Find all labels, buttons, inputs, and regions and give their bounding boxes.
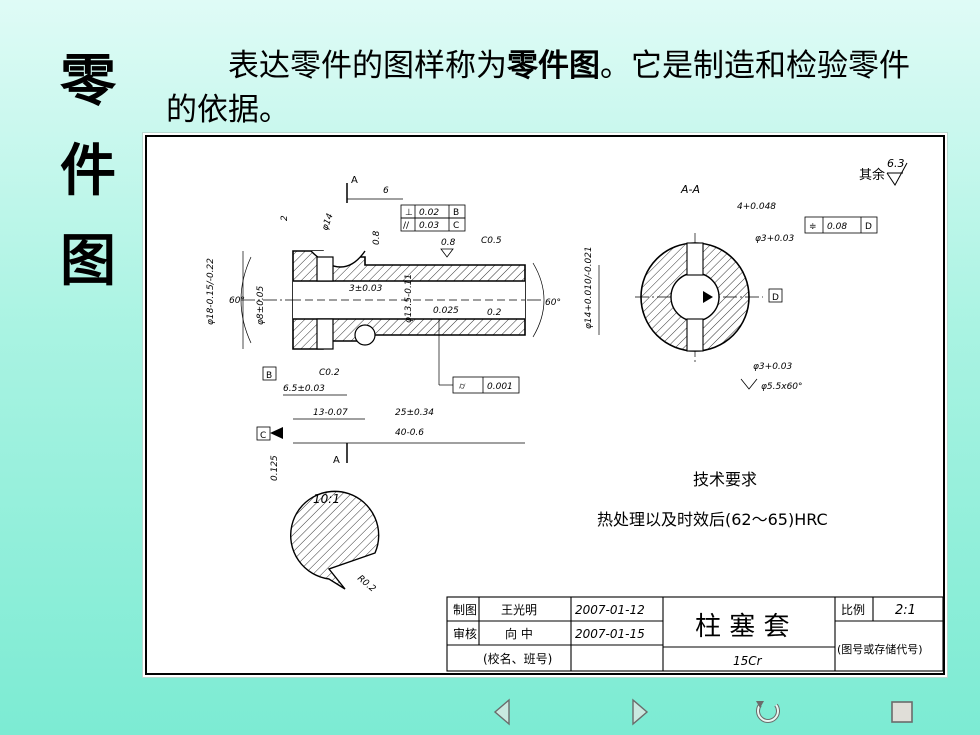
tech-req-body: 热处理以及时效后(62～65)HRC [597, 510, 828, 529]
roughness-note: 其余 [859, 167, 885, 183]
svg-text:≑: ≑ [809, 222, 817, 232]
dim-phi18: φ18-0.15/-0.22 [206, 258, 216, 325]
replay-button[interactable] [750, 694, 786, 730]
replay-icon [756, 701, 780, 723]
dim-0125: 0.125 [270, 455, 280, 481]
gdt-symmetry: ≑ 0.08 D [804, 216, 878, 234]
section-mark-a-bottom: A [333, 455, 340, 466]
svg-text:B: B [266, 371, 272, 381]
datum-d [768, 288, 783, 303]
triangle-left-icon [493, 698, 510, 726]
stop-button[interactable] [884, 694, 920, 730]
dim-phi55: φ5.5x60° [761, 382, 803, 392]
tb-part-name: 柱 塞 套 [695, 612, 790, 642]
dim-phi3-top: φ3+0.03 [755, 234, 795, 244]
tb-checked-name: 向 中 [505, 626, 533, 641]
datum-c [256, 426, 271, 441]
intro-part2: 。它是制造和检验零件的依据。 [166, 48, 910, 128]
tb-scale-label: 比例 [841, 603, 865, 617]
tb-checked-date: 2007-01-15 [575, 627, 645, 641]
dim-3: 3±0.03 [349, 284, 383, 294]
dim-phi8: φ8±0.05 [256, 285, 266, 325]
dim-phi14-tol: φ14+0.010/-0.021 [584, 246, 594, 329]
svg-text:C: C [453, 221, 459, 231]
dim-c02: C0.2 [319, 368, 340, 378]
previous-slide-button[interactable] [484, 694, 520, 730]
tb-school: (校名、班号) [483, 651, 552, 666]
intro-part1: 表达零件的图样称为 [228, 48, 507, 84]
dim-65: 6.5±0.03 [283, 384, 325, 394]
intro-text: 表达零件的图样称为零件图。它是制造和检验零件的依据。 [166, 44, 936, 132]
tb-material: 15Cr [733, 654, 763, 668]
dim-0025: 0.025 [433, 306, 459, 316]
gdt-parallelism: // 0.03 C [400, 217, 466, 232]
datum-b [262, 366, 277, 381]
dim-25: 25±0.34 [395, 408, 434, 418]
dim-angle-60-left: 60° [229, 296, 245, 306]
dim-2: 2 [280, 215, 290, 221]
dim-40: 40-0.6 [395, 428, 424, 438]
next-slide-button[interactable] [622, 694, 658, 730]
title-block [446, 596, 944, 672]
tech-req-title: 技术要求 [693, 470, 757, 489]
main-section-view [241, 250, 543, 350]
section-aa-view [635, 233, 763, 365]
roughness-value: 6.3 [887, 157, 905, 170]
svg-text:C: C [260, 431, 266, 441]
intro-bold-term: 零件图 [507, 48, 600, 84]
side-title-char-3: 图 [60, 229, 116, 294]
svg-text:⌭: ⌭ [459, 382, 466, 392]
drawing-canvas: 其余 6.3 A A φ18-0.15/-0.22 φ8±0.05 60° 60… [145, 135, 945, 675]
svg-text:0.08: 0.08 [827, 222, 847, 232]
dim-6: 6 [383, 186, 389, 196]
dim-phi14: φ14 [320, 212, 335, 232]
tb-drawn-name: 王光明 [501, 603, 537, 617]
stop-square-icon [891, 701, 913, 723]
gdt-cylindricity: ⌭ 0.001 [438, 319, 520, 394]
gdt-perpendicularity: ⊥ 0.02 B [400, 204, 466, 219]
svg-text:0.03: 0.03 [419, 221, 439, 231]
dim-angle-60-right: 60° [545, 298, 561, 308]
svg-text:⊥: ⊥ [405, 208, 413, 218]
roughness-symbol [886, 162, 908, 186]
section-label-aa: A-A [680, 183, 700, 196]
dim-r08-b: 0.8 [441, 238, 456, 248]
svg-text:0.02: 0.02 [419, 208, 439, 218]
drawing-border [145, 135, 945, 675]
triangle-right-icon [632, 698, 649, 726]
section-mark-a-top: A [351, 175, 358, 186]
tb-scale-value: 2:1 [895, 603, 916, 618]
side-title-char-2: 件 [60, 139, 116, 204]
side-title: 零 件 图 [48, 52, 128, 292]
side-title-char-1: 零 [60, 49, 116, 114]
svg-text:0.001: 0.001 [487, 382, 513, 392]
dim-02: 0.2 [487, 308, 502, 318]
dim-c05: C0.5 [481, 236, 502, 246]
detail-view [290, 490, 380, 590]
dim-4: 4+0.048 [737, 202, 776, 212]
tb-drawn-date: 2007-01-12 [575, 603, 645, 617]
tb-checked-label: 审核 [453, 626, 477, 641]
svg-text:B: B [453, 208, 459, 218]
svg-text:D: D [865, 222, 872, 232]
dim-phi135: φ13.5-0.11 [404, 274, 414, 323]
svg-text:D: D [772, 293, 779, 303]
dim-r08-a: 0.8 [372, 230, 382, 245]
dim-phi3-bottom: φ3+0.03 [753, 362, 793, 372]
dim-13: 13-0.07 [313, 408, 348, 418]
engineering-drawing: 其余 6.3 A A φ18-0.15/-0.22 φ8±0.05 60° 60… [143, 133, 947, 677]
tb-drawn-label: 制图 [453, 603, 477, 617]
tb-drawing-no: (图号或存储代号) [837, 642, 923, 656]
detail-radius: R0.2 [355, 574, 377, 595]
svg-text://: // [403, 221, 410, 231]
